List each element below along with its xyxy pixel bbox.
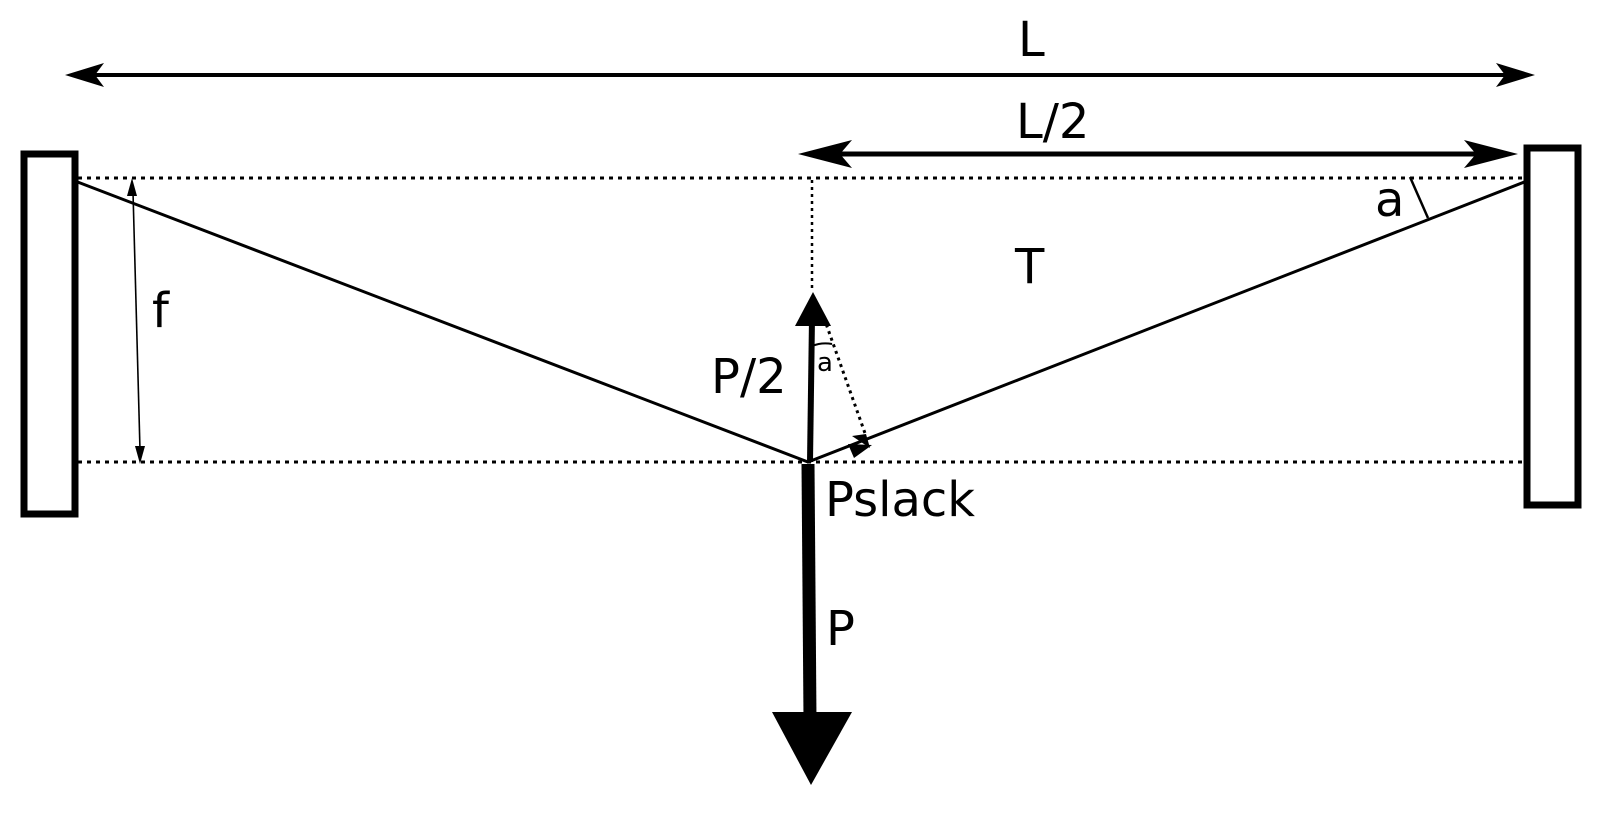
span-total-dimension	[65, 63, 1535, 87]
span-total-label: L	[1018, 12, 1045, 68]
span-half-dimension	[798, 140, 1518, 168]
angle-arc-center	[811, 342, 833, 347]
cable-tension-arrowhead	[848, 444, 872, 458]
slack-load-label: Pslack	[825, 472, 975, 528]
half-load-label: P/2	[711, 349, 787, 405]
right-support	[1523, 144, 1582, 509]
load-label: P	[826, 601, 855, 657]
angle-label-right: a	[1375, 172, 1404, 228]
tension-component-arrow	[822, 317, 870, 448]
angle-label-center: a	[817, 348, 833, 378]
angle-marker-right	[1408, 176, 1430, 219]
sag-label: f	[152, 283, 170, 339]
span-half-label: L/2	[1016, 94, 1089, 150]
half-load-arrow	[795, 292, 831, 463]
sag-dimension	[127, 178, 145, 464]
load-arrow	[772, 463, 852, 785]
tension-label: T	[1014, 239, 1045, 295]
cable	[74, 179, 1528, 464]
left-support	[20, 150, 79, 518]
